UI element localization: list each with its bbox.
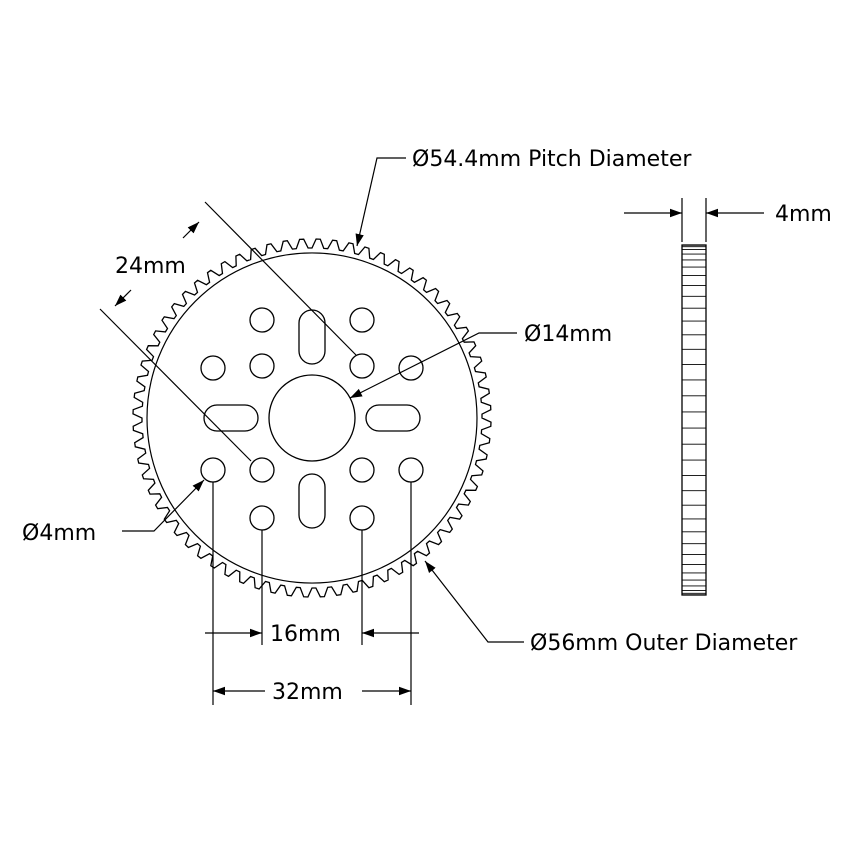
slot-top: [298, 309, 326, 365]
hole: [349, 505, 375, 531]
hole-dimension: Ø4mm: [22, 479, 205, 546]
outer-diameter-dimension: Ø56mm Outer Diameter: [424, 560, 798, 656]
diagonal-spacing-label: 24mm: [115, 254, 186, 279]
inner-spacing-label: 16mm: [270, 622, 341, 647]
inner-spacing-dimension: 16mm: [205, 622, 419, 647]
side-profile: [681, 244, 707, 596]
gear-root-circle: [146, 252, 478, 584]
slot-right: [365, 404, 421, 432]
hole: [200, 457, 226, 483]
hole: [249, 353, 275, 379]
outer-spacing-label: 32mm: [272, 680, 343, 705]
extension-lines: [212, 482, 412, 705]
outer-spacing-dimension: 32mm: [213, 680, 411, 705]
thickness-dimension: 4mm: [624, 198, 832, 242]
center-bore: [268, 374, 356, 462]
slot-left: [203, 404, 259, 432]
side-tooth-lines: [682, 244, 706, 596]
hole: [249, 307, 275, 333]
pitch-diameter-label: Ø54.4mm Pitch Diameter: [412, 147, 692, 172]
hole: [349, 353, 375, 379]
hole: [398, 457, 424, 483]
hole: [200, 355, 226, 381]
pitch-diameter-dimension: Ø54.4mm Pitch Diameter: [355, 147, 692, 247]
bore-dimension: Ø14mm: [349, 322, 612, 399]
diagonal-spacing-dimension: 24mm: [99, 201, 357, 462]
hole: [398, 355, 424, 381]
thickness-label: 4mm: [775, 202, 832, 227]
bolt-holes: [200, 307, 424, 531]
bore-label: Ø14mm: [524, 322, 612, 347]
hole-label: Ø4mm: [22, 521, 96, 546]
hole: [349, 457, 375, 483]
slot-bottom: [298, 473, 326, 529]
gear-front-view: [132, 238, 492, 598]
gear-side-view: [681, 244, 707, 596]
outer-diameter-label: Ø56mm Outer Diameter: [530, 631, 798, 656]
hole: [249, 457, 275, 483]
hole: [249, 505, 275, 531]
hole: [349, 307, 375, 333]
